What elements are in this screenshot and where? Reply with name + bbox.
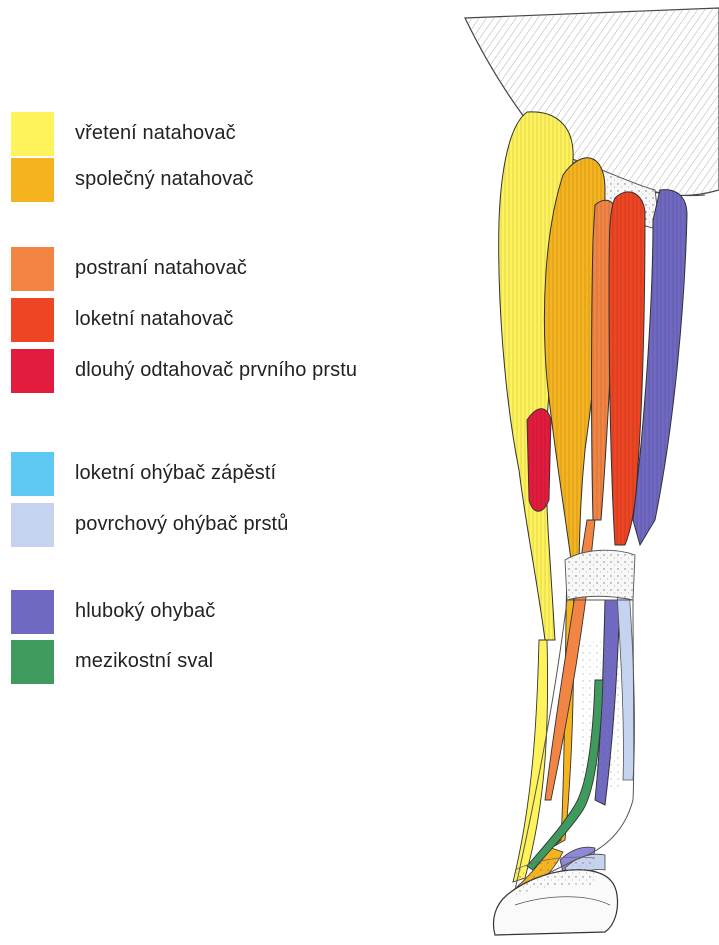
legend-label: vřetení natahovač xyxy=(75,122,236,145)
legend-label: společný natahovač xyxy=(75,168,254,191)
legend-item-loketni-ohybac-zapesti: loketní ohýbač zápěstí xyxy=(11,452,431,498)
legend-item-dlouhy-odtahovac: dlouhý odtahovač prvního prstu xyxy=(11,349,431,395)
legend-label: loketní natahovač xyxy=(75,308,233,331)
legend: vřetení natahovač společný natahovač pos… xyxy=(0,0,430,945)
legend-label: povrchový ohýbač prstů xyxy=(75,513,288,536)
legend-item-povrchovy-ohybac-prstu: povrchový ohýbač prstů xyxy=(11,503,431,549)
legend-label: loketní ohýbač zápěstí xyxy=(75,462,276,485)
legend-label: hluboký ohybač xyxy=(75,600,215,623)
long-abductor-muscle xyxy=(527,409,551,512)
legend-item-hluboky-ohybac: hluboký ohybač xyxy=(11,590,431,636)
legend-swatch xyxy=(11,640,54,684)
leg-svg xyxy=(455,0,719,945)
legend-swatch xyxy=(11,158,54,202)
legend-swatch xyxy=(11,452,54,496)
legend-item-vreteni-natahovac: vřetení natahovač xyxy=(11,112,431,158)
legend-item-mezikostni-sval: mezikostní sval xyxy=(11,640,431,686)
legend-label: postraní natahovač xyxy=(75,257,247,280)
legend-label: dlouhý odtahovač prvního prstu xyxy=(75,359,357,382)
legend-label: mezikostní sval xyxy=(75,650,213,673)
legend-item-loketni-natahovac: loketní natahovač xyxy=(11,298,431,344)
legend-item-spolecny-natahovac: společný natahovač xyxy=(11,158,431,204)
legend-swatch xyxy=(11,503,54,547)
legend-swatch xyxy=(11,349,54,393)
horse-foreleg-illustration xyxy=(455,0,719,945)
carpus-region xyxy=(565,550,635,600)
legend-item-postrani-natahovac: postraní natahovač xyxy=(11,247,431,293)
legend-swatch xyxy=(11,112,54,156)
legend-swatch xyxy=(11,247,54,291)
legend-swatch xyxy=(11,590,54,634)
legend-swatch xyxy=(11,298,54,342)
